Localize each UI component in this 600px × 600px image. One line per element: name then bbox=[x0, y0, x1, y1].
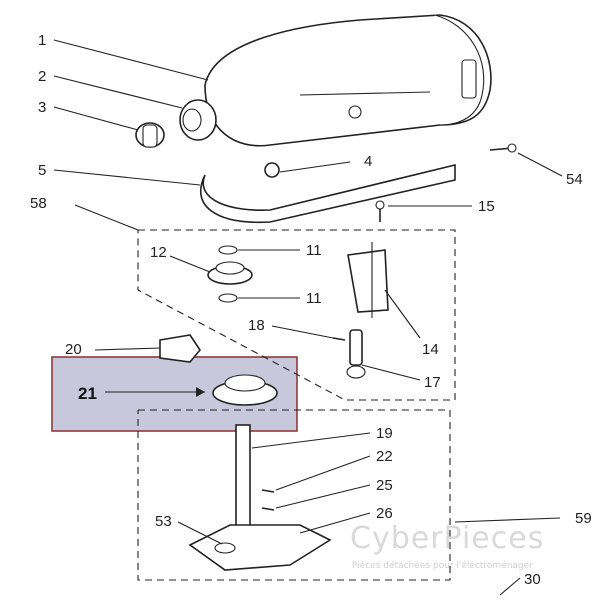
part-53[interactable] bbox=[214, 542, 236, 554]
part-knob[interactable] bbox=[135, 122, 165, 148]
part-collar[interactable] bbox=[179, 99, 217, 141]
callout-19: 19 bbox=[376, 425, 393, 442]
callout-18: 18 bbox=[248, 317, 265, 334]
callout-26: 26 bbox=[376, 505, 393, 522]
part-washer-11-bottom[interactable] bbox=[218, 293, 238, 303]
part-pin-25[interactable] bbox=[261, 507, 275, 511]
callout-53: 53 bbox=[155, 513, 172, 530]
part-screw-4[interactable] bbox=[264, 162, 280, 178]
watermark-tagline: Pièces détachées pour l'électroménager bbox=[352, 560, 533, 571]
callout-59: 59 bbox=[575, 510, 592, 527]
callout-25: 25 bbox=[376, 477, 393, 494]
watermark-brand: CyberPieces bbox=[350, 521, 544, 556]
callout-12: 12 bbox=[150, 244, 167, 261]
callout-2: 2 bbox=[38, 68, 46, 85]
part-gear-12[interactable] bbox=[207, 261, 253, 285]
callout-17: 17 bbox=[424, 374, 441, 391]
callout-5: 5 bbox=[38, 162, 46, 179]
part-screw-54[interactable] bbox=[489, 143, 517, 153]
callout-22: 22 bbox=[376, 448, 393, 465]
callout-54: 54 bbox=[566, 171, 583, 188]
part-pinion-20[interactable] bbox=[159, 334, 201, 363]
callout-labels: 1 2 3 4 5 54 15 58 12 11 11 14 18 20 17 … bbox=[30, 32, 592, 588]
part-pin-18[interactable] bbox=[332, 337, 346, 341]
group-outline-58 bbox=[137, 229, 456, 401]
part-washer-11-top[interactable] bbox=[218, 245, 238, 255]
part-band[interactable] bbox=[199, 163, 456, 224]
part-gear-21[interactable] bbox=[212, 374, 278, 406]
part-plate-26[interactable] bbox=[188, 524, 332, 571]
part-housing[interactable] bbox=[204, 14, 492, 147]
callout-3: 3 bbox=[38, 99, 46, 116]
callout-11-top: 11 bbox=[306, 242, 322, 259]
arrow-icon bbox=[196, 387, 205, 397]
callout-11-bottom: 11 bbox=[306, 290, 322, 307]
watermark: CyberPieces Pièces détachées pour l'élec… bbox=[350, 521, 544, 571]
callout-30: 30 bbox=[524, 571, 541, 588]
callout-58: 58 bbox=[30, 195, 47, 212]
callout-14: 14 bbox=[422, 341, 439, 358]
callout-15: 15 bbox=[478, 198, 495, 215]
leader-lines bbox=[53, 39, 563, 596]
part-pin-22[interactable] bbox=[261, 489, 275, 493]
callout-1: 1 bbox=[38, 32, 46, 49]
callout-21: 21 bbox=[78, 384, 97, 403]
part-screw-15[interactable] bbox=[375, 200, 385, 222]
group-outline-59 bbox=[137, 409, 451, 581]
callout-20: 20 bbox=[65, 341, 82, 358]
callout-4: 4 bbox=[364, 153, 372, 170]
part-bracket-14[interactable] bbox=[347, 242, 389, 318]
part-shaft-17[interactable] bbox=[346, 329, 366, 379]
